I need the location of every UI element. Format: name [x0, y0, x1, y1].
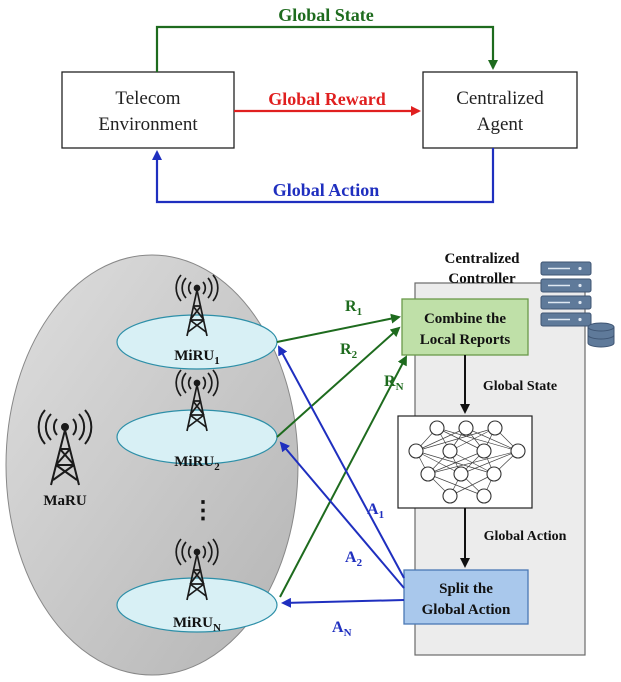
controller-label-line1: Centralized: [445, 251, 521, 267]
miru-1-label: MiRU1: [174, 348, 220, 367]
bottom-architecture-diagram: MaRU MiRU1 MiRU2 ⋮: [5, 251, 615, 676]
controller-global-state-label: Global State: [483, 379, 557, 394]
split-action-box: [403, 569, 529, 625]
reward-label-2: R2: [340, 341, 358, 361]
reward-label-n: RN: [384, 373, 404, 393]
action-label-2: A2: [345, 549, 363, 569]
miru-n-label: MiRUN: [173, 615, 221, 634]
telecom-environment-box: [61, 71, 235, 149]
env-label-line2: Environment: [98, 114, 198, 135]
combine-label-line1: Combine the: [424, 311, 506, 327]
reward-arrow-2: [276, 326, 401, 438]
split-label-line1: Split the: [439, 581, 493, 597]
split-label-line2: Global Action: [422, 602, 511, 618]
agent-label-line2: Agent: [477, 114, 524, 135]
reward-arrow-1: [276, 313, 401, 343]
reward-label-1: R1: [345, 298, 362, 318]
action-label-n: AN: [332, 619, 352, 639]
controller-label-line2: Controller: [448, 271, 516, 287]
global-reward-label: Global Reward: [268, 89, 386, 109]
action-label-1: A1: [367, 501, 384, 521]
miru-2-tower-icon: [175, 369, 219, 432]
action-arrow-1: [278, 345, 405, 579]
global-state-label: Global State: [278, 5, 374, 25]
global-state-arrow: [155, 25, 498, 72]
maru-label: MaRU: [43, 493, 86, 509]
combine-reports-box: [401, 298, 529, 356]
action-arrow-2: [279, 441, 405, 589]
miru-2-label: MiRU2: [174, 454, 220, 473]
miru-n-tower-icon: [175, 538, 219, 601]
server-icon: [540, 261, 615, 348]
more-cells-ellipsis: ⋮: [191, 498, 215, 524]
centralized-agent-box: [422, 71, 578, 149]
maru-tower-icon: [37, 409, 93, 486]
neural-network-icon: [397, 415, 533, 509]
env-label-line1: Telecom: [115, 88, 180, 109]
reward-arrow-n: [279, 355, 407, 598]
combine-label-line2: Local Reports: [420, 332, 511, 348]
controller-global-action-label: Global Action: [484, 529, 567, 544]
global-action-arrow: [152, 148, 495, 204]
miru-1-tower-icon: [175, 274, 219, 337]
micro-cell-n: [116, 577, 278, 633]
global-action-label: Global Action: [273, 180, 380, 200]
top-loop-diagram: Telecom Environment Centralized Agent Gl…: [61, 5, 578, 204]
action-arrow-n: [281, 597, 405, 608]
agent-label-line1: Centralized: [456, 88, 544, 109]
